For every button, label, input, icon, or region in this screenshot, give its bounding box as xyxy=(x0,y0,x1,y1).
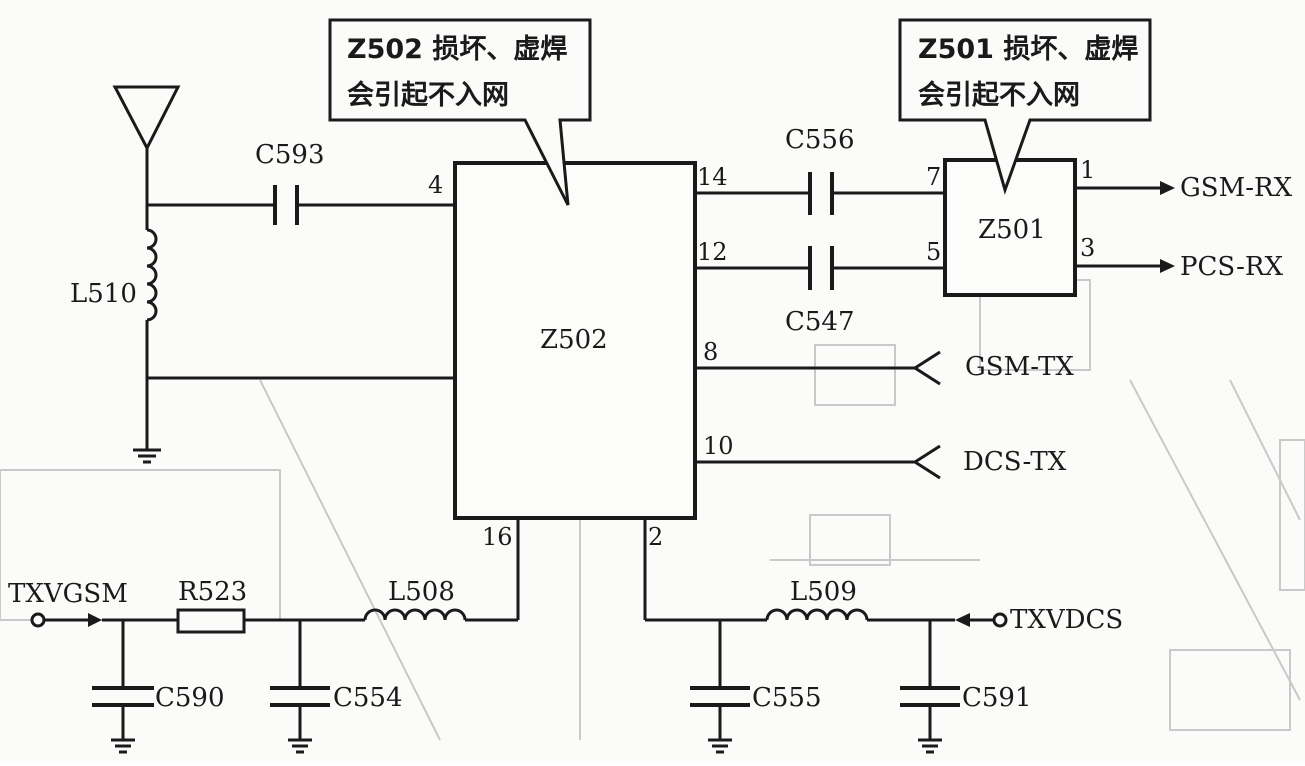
dcs-tx-signal: DCS-TX xyxy=(963,447,1067,477)
c591-capacitor xyxy=(900,686,960,707)
bleed-through xyxy=(0,279,1305,741)
c556-capacitor xyxy=(808,172,834,215)
z501-pin-3: 3 xyxy=(1080,234,1095,262)
z502-pin-8: 8 xyxy=(703,338,718,366)
z502-block xyxy=(453,161,697,520)
z502-label: Z502 xyxy=(540,325,608,355)
txvdcs-signal: TXVDCS xyxy=(1010,605,1123,635)
c547-label: C547 xyxy=(785,307,855,337)
z502-pin-2: 2 xyxy=(648,523,663,551)
z501-pin-5: 5 xyxy=(926,238,941,266)
z501-label: Z501 xyxy=(978,215,1046,245)
z501-callout-line-1: Z501 损坏、虚焊 xyxy=(918,34,1138,65)
c555-label: C555 xyxy=(752,683,822,713)
c547-capacitor xyxy=(808,246,834,290)
l510-inductor xyxy=(146,228,158,322)
z502-pin-4: 4 xyxy=(428,171,443,199)
l509-inductor xyxy=(765,608,869,621)
r523-label: R523 xyxy=(178,577,247,607)
c590-capacitor xyxy=(92,686,154,707)
ground-symbol xyxy=(708,738,732,754)
z502-callout-line-1: Z502 损坏、虚焊 xyxy=(347,34,567,65)
ground-symbol xyxy=(133,448,161,464)
l508-label: L508 xyxy=(388,577,455,607)
c591-label: C591 xyxy=(962,683,1032,713)
c590-label: C590 xyxy=(155,683,225,713)
ground-symbol xyxy=(918,738,942,754)
l510-label: L510 xyxy=(70,279,137,309)
z502-pin-12: 12 xyxy=(697,238,728,266)
c593-capacitor xyxy=(273,185,299,225)
c554-label: C554 xyxy=(333,683,403,713)
z502-callout: Z502 损坏、虚焊 会引起不入网 xyxy=(328,18,592,206)
c593-label: C593 xyxy=(255,140,325,170)
gsm-rx-signal: GSM-RX xyxy=(1180,173,1293,203)
z502-callout-line-2: 会引起不入网 xyxy=(347,80,509,111)
gsm-tx-signal: GSM-TX xyxy=(965,352,1074,382)
z501-callout-line-2: 会引起不入网 xyxy=(918,80,1080,111)
txvgsm-signal: TXVGSM xyxy=(8,579,128,609)
txvdcs-terminal xyxy=(992,612,1008,628)
antenna-symbol xyxy=(112,85,181,205)
z502-pin-16: 16 xyxy=(482,523,513,551)
txvgsm-terminal xyxy=(30,612,46,628)
z501-callout: Z501 损坏、虚焊 会引起不入网 xyxy=(898,18,1152,195)
ground-symbol xyxy=(288,738,312,754)
l509-label: L509 xyxy=(790,577,857,607)
z502-pin-10: 10 xyxy=(703,432,734,460)
c556-label: C556 xyxy=(785,125,855,155)
pcs-rx-signal: PCS-RX xyxy=(1180,252,1284,282)
l508-inductor xyxy=(363,608,467,621)
z501-pin-7: 7 xyxy=(926,163,941,191)
ground-symbol xyxy=(111,738,135,754)
z502-pin-14: 14 xyxy=(697,163,728,191)
c555-capacitor xyxy=(690,686,750,707)
c554-capacitor xyxy=(270,686,330,707)
z501-pin-1: 1 xyxy=(1080,156,1095,184)
r523-resistor xyxy=(176,608,246,634)
